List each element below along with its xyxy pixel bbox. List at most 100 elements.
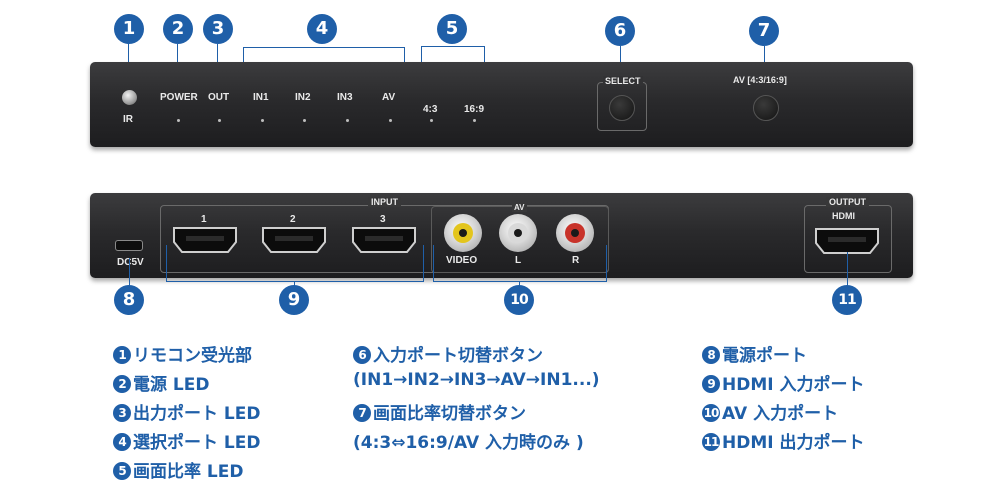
dc5v-label: DC5V — [117, 257, 144, 268]
power-led — [177, 119, 180, 122]
select-button[interactable] — [609, 95, 635, 121]
hdmi-in2-port — [262, 227, 326, 253]
left-label: L — [515, 255, 522, 266]
hdmi-in1-number: 1 — [201, 214, 207, 225]
av-ratio-label: AV [4:3/16:9] — [733, 75, 787, 85]
callout-marker-10: 10 — [504, 285, 534, 315]
rca-right-port — [556, 214, 594, 252]
legend-bullet: 10 — [702, 404, 720, 422]
ir-label: IR — [123, 114, 133, 125]
in1-label: IN1 — [253, 92, 269, 103]
callout-marker-8: 8 — [114, 285, 144, 315]
out-label: OUT — [208, 92, 230, 103]
callout-marker-4: 4 — [307, 14, 337, 44]
rca-video-port — [444, 214, 482, 252]
leader-line-6 — [620, 46, 621, 74]
legend-text: HDMI 出力ポート — [722, 433, 865, 453]
legend-text: 出力ポート LED — [133, 404, 261, 424]
in3-led — [346, 119, 349, 122]
legend-bullet: 11 — [702, 433, 720, 451]
hdmi-in2-number: 2 — [290, 214, 296, 225]
legend-text: リモコン受光部 — [133, 346, 252, 366]
legend-text: 電源ポート — [722, 346, 807, 366]
legend-item-7-detail: (4:3⇔16:9/AV 入力時のみ ) — [353, 428, 584, 453]
leader-line-11 — [847, 252, 848, 286]
in2-label: IN2 — [295, 92, 311, 103]
legend-text: (4:3⇔16:9/AV 入力時のみ ) — [353, 433, 584, 453]
in1-led — [261, 119, 264, 122]
hdmi-in3-port — [352, 227, 416, 253]
legend-text: 画面比率 LED — [133, 462, 244, 482]
rca-left-port — [499, 214, 537, 252]
legend-text: 電源 LED — [133, 375, 210, 395]
legend-text: (IN1→IN2→IN3→AV→IN1...) — [353, 370, 600, 390]
callout-marker-3: 3 — [203, 14, 233, 44]
callout-marker-6: 6 — [605, 16, 635, 46]
right-label: R — [572, 255, 580, 266]
ir-sensor — [122, 90, 137, 105]
hdmi-in3-number: 3 — [380, 214, 386, 225]
in2-led — [303, 119, 306, 122]
legend-text: 入力ポート切替ボタン — [373, 346, 543, 366]
legend-text: 画面比率切替ボタン — [373, 404, 526, 424]
av-label: AV — [382, 92, 396, 103]
legend-bullet: 7 — [353, 404, 371, 422]
legend-bullet: 5 — [113, 462, 131, 480]
callout-marker-2: 2 — [163, 14, 193, 44]
av-input-label: AV — [512, 203, 527, 212]
front-panel: IR POWER OUT IN1 IN2 IN3 AV 4:3 16:9 SEL… — [90, 62, 913, 147]
select-label: SELECT — [603, 76, 643, 86]
in3-label: IN3 — [337, 92, 353, 103]
callout-marker-7: 7 — [749, 16, 779, 46]
video-label: VIDEO — [446, 255, 478, 266]
power-label: POWER — [160, 92, 198, 103]
leader-line-9 — [294, 281, 295, 287]
legend-bullet: 9 — [702, 375, 720, 393]
legend-text: HDMI 入力ポート — [722, 375, 865, 395]
output-hdmi-label: HDMI — [832, 211, 855, 221]
legend-bullet: 6 — [353, 346, 371, 364]
legend-bullet: 3 — [113, 404, 131, 422]
ratio-169-led — [473, 119, 476, 122]
input-label: INPUT — [368, 197, 401, 207]
hdmi-out-port — [815, 228, 879, 254]
av-ratio-button[interactable] — [753, 95, 779, 121]
out-led — [218, 119, 221, 122]
bracket-10 — [433, 245, 607, 282]
hdmi-in1-port — [173, 227, 237, 253]
legend-text: 選択ポート LED — [133, 433, 261, 453]
legend-bullet: 2 — [113, 375, 131, 393]
ratio-169-label: 16:9 — [464, 104, 485, 115]
leader-line-2 — [177, 44, 178, 64]
legend-item-6-detail: (IN1→IN2→IN3→AV→IN1...) — [353, 370, 600, 390]
output-label: OUTPUT — [826, 197, 869, 207]
ratio-43-led — [430, 119, 433, 122]
legend-bullet: 4 — [113, 433, 131, 451]
callout-marker-5: 5 — [437, 14, 467, 44]
ratio-43-label: 4:3 — [423, 104, 438, 115]
bracket-9 — [166, 245, 424, 282]
callout-marker-11: 11 — [832, 285, 862, 315]
legend-text: AV 入力ポート — [722, 404, 839, 424]
av-led — [389, 119, 392, 122]
leader-line-3 — [217, 44, 218, 64]
callout-marker-9: 9 — [279, 285, 309, 315]
leader-line-8 — [129, 258, 130, 286]
callout-marker-1: 1 — [114, 14, 144, 44]
leader-line-7 — [764, 46, 765, 68]
rear-panel: DC5V INPUT 1 2 3 AV VIDEO L R OUTPUT HDM… — [90, 193, 913, 278]
legend-bullet: 1 — [113, 346, 131, 364]
leader-line-10 — [519, 281, 520, 287]
legend-bullet: 8 — [702, 346, 720, 364]
